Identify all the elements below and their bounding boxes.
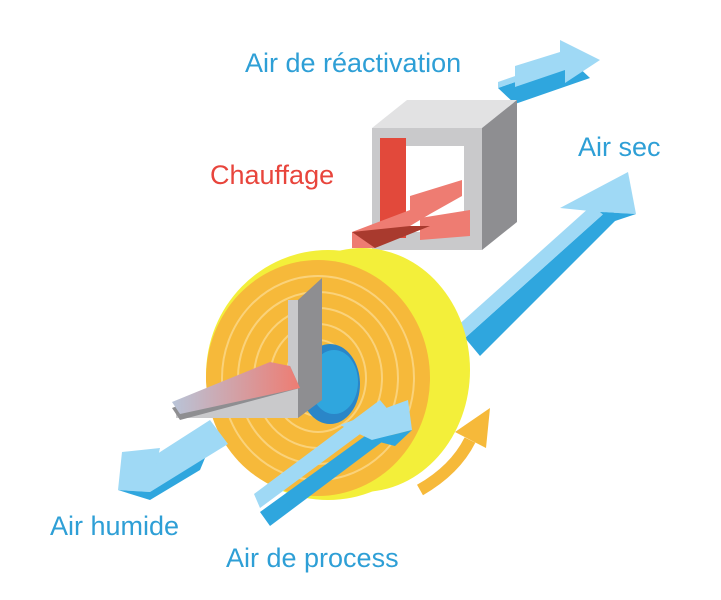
process-air-arrow bbox=[254, 400, 412, 526]
reactivation-air-arrow bbox=[498, 40, 600, 104]
reactivation-air-label: Air de réactivation bbox=[245, 48, 462, 78]
process-air-label: Air de process bbox=[226, 543, 399, 573]
humid-air-label: Air humide bbox=[50, 511, 180, 541]
rotation-arrow-icon bbox=[416, 408, 490, 496]
heating-label: Chauffage bbox=[210, 160, 335, 190]
desiccant-wheel-icon bbox=[176, 248, 470, 500]
humid-air-arrow bbox=[118, 362, 300, 500]
dry-air-arrow bbox=[455, 172, 636, 356]
heating-arrow bbox=[352, 180, 462, 248]
dry-air-label: Air sec bbox=[578, 132, 661, 162]
